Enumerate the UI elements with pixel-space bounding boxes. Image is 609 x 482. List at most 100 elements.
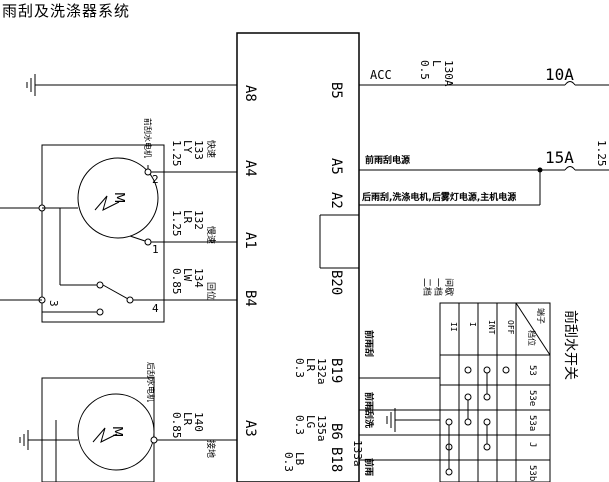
fuse-15a-symbol bbox=[564, 166, 576, 171]
switch-contacts bbox=[445, 366, 510, 476]
terminal-1 bbox=[144, 238, 152, 246]
svg-text:0.85: 0.85 bbox=[170, 412, 183, 439]
svg-text:0.3: 0.3 bbox=[282, 452, 295, 472]
svg-text:133: 133 bbox=[192, 140, 205, 160]
front-wiper-sig-label: 前雨刮 bbox=[363, 330, 375, 357]
wire-125-label: 1.25 bbox=[595, 140, 608, 167]
ground-symbol bbox=[19, 430, 56, 450]
pin-b6: B6 bbox=[328, 423, 344, 440]
front-motor-circle bbox=[77, 157, 159, 239]
switch-header-terminal: 端子 bbox=[536, 308, 546, 324]
switch-modes: OFF INT I II bbox=[449, 320, 515, 335]
front-washer-sig-label: 前雨刮洗 bbox=[363, 392, 375, 428]
wire-135a-label: 135a LG 0.3 bbox=[293, 415, 328, 442]
pin-a1: A1 bbox=[242, 232, 258, 249]
rear-motor-circle bbox=[77, 393, 155, 471]
svg-text:140: 140 bbox=[192, 412, 205, 432]
legend-2: 二档 bbox=[421, 278, 433, 296]
fuse-15a-label: 15A bbox=[545, 148, 574, 167]
front-motor-box bbox=[41, 144, 165, 323]
pin-a5: A5 bbox=[328, 158, 344, 175]
svg-text:133a: 133a bbox=[351, 440, 364, 467]
pin-b20: B20 bbox=[328, 270, 344, 295]
wire-133-label: 133 LY 1.25 快速 bbox=[170, 140, 217, 167]
mode-off: OFF bbox=[506, 320, 515, 335]
svg-text:LR: LR bbox=[181, 210, 194, 224]
mode-i: I bbox=[468, 322, 477, 327]
terminal-2 bbox=[144, 168, 152, 176]
svg-text:LB: LB bbox=[293, 452, 306, 466]
svg-text:135a: 135a bbox=[315, 415, 328, 442]
pin-a3: A3 bbox=[242, 420, 258, 437]
switch-title: 前刮水开关 bbox=[562, 310, 579, 380]
slow-label: 慢速 bbox=[205, 226, 217, 244]
park-contact bbox=[96, 308, 104, 316]
svg-text:0.85: 0.85 bbox=[170, 268, 183, 295]
ground-symbol bbox=[386, 408, 440, 432]
gnd-label: 接地 bbox=[205, 440, 217, 458]
pin-a4: A4 bbox=[242, 160, 258, 177]
legend-1: 一档 bbox=[432, 278, 444, 296]
svg-text:LG: LG bbox=[304, 415, 317, 428]
term-53a: 53a bbox=[527, 415, 537, 431]
term-53: 53 bbox=[527, 365, 537, 376]
park-contact bbox=[96, 281, 104, 289]
rear-motor-symbol bbox=[92, 427, 118, 443]
svg-text:0.5: 0.5 bbox=[418, 60, 431, 80]
svg-text:LR: LR bbox=[181, 412, 194, 426]
pin-b18: B18 bbox=[328, 447, 344, 472]
terminal-4-label: 4 bbox=[152, 302, 159, 315]
svg-text:LW: LW bbox=[181, 268, 194, 282]
wire-134-label: 134 LW 0.85 回位 bbox=[170, 268, 217, 300]
fuse-10a-symbol bbox=[564, 81, 576, 86]
park-label: 回位 bbox=[205, 282, 217, 300]
terminal-1-label: 1 bbox=[152, 243, 159, 256]
pin-a2: A2 bbox=[328, 192, 344, 209]
svg-text:L: L bbox=[430, 60, 443, 67]
junction-dot bbox=[537, 167, 543, 173]
front-wiper-power-label: 前雨刮电源 bbox=[365, 154, 410, 166]
rear-motor-box bbox=[41, 377, 155, 482]
pin-b19: B19 bbox=[328, 358, 344, 383]
svg-text:132a: 132a bbox=[315, 358, 328, 385]
rear-power-label: 后雨刮,洗涤电机,后雾灯电源,主机电源 bbox=[362, 191, 516, 203]
wire-133a-label: 133a LB 0.3 bbox=[282, 440, 364, 472]
front-motor-label: M bbox=[111, 192, 126, 203]
wire-132-label: 132 LR 1.25 慢速 bbox=[170, 210, 217, 244]
mode-int: INT bbox=[487, 320, 496, 335]
park-switch-arm bbox=[102, 284, 131, 301]
mode-ii: II bbox=[449, 322, 458, 332]
svg-text:1.25: 1.25 bbox=[170, 140, 183, 167]
wire-130a-label: 130A L 0.5 bbox=[418, 60, 455, 87]
pin-b4: B4 bbox=[242, 290, 258, 307]
svg-text:0.3: 0.3 bbox=[293, 415, 306, 435]
wire-140-label: 140 LR 0.85 接地 bbox=[170, 412, 217, 458]
pin-a8: A8 bbox=[242, 85, 258, 102]
switch-table bbox=[439, 302, 551, 482]
connector-block bbox=[236, 32, 360, 482]
rear-motor-title: 后刮水电机 bbox=[146, 362, 156, 402]
terminal-3-label: 3 bbox=[47, 300, 60, 307]
switch-terminals: 53 53e 53a J 53b bbox=[527, 365, 537, 481]
park-contact bbox=[126, 296, 134, 304]
terminal bbox=[150, 436, 158, 444]
svg-text:130A: 130A bbox=[442, 60, 455, 87]
pin-b5: B5 bbox=[328, 82, 344, 99]
fast-label: 快速 bbox=[205, 140, 217, 158]
switch-header-mode: 档位 bbox=[527, 330, 537, 346]
svg-text:134: 134 bbox=[192, 268, 205, 288]
svg-text:132: 132 bbox=[192, 210, 205, 230]
legend-int: 间歇 bbox=[443, 278, 455, 296]
acc-label: ACC bbox=[370, 68, 392, 82]
terminal-2-label: 2 bbox=[152, 173, 159, 186]
front-motor-title: 前刮水电机 bbox=[143, 118, 153, 158]
svg-text:0.3: 0.3 bbox=[293, 358, 306, 378]
svg-text:1.25: 1.25 bbox=[170, 210, 183, 237]
front-motor-symbol bbox=[94, 195, 120, 211]
svg-text:LR: LR bbox=[304, 358, 317, 372]
pin-labels: A8 B5 A4 A5 A2 A1 B20 B4 B19 A3 B6 B18 bbox=[242, 82, 344, 472]
page-title: 雨刮及洗涤器系统 bbox=[2, 2, 131, 20]
wire-132a-label: 132a LR 0.3 bbox=[293, 358, 328, 385]
fuse-10a-label: 10A bbox=[545, 65, 574, 84]
